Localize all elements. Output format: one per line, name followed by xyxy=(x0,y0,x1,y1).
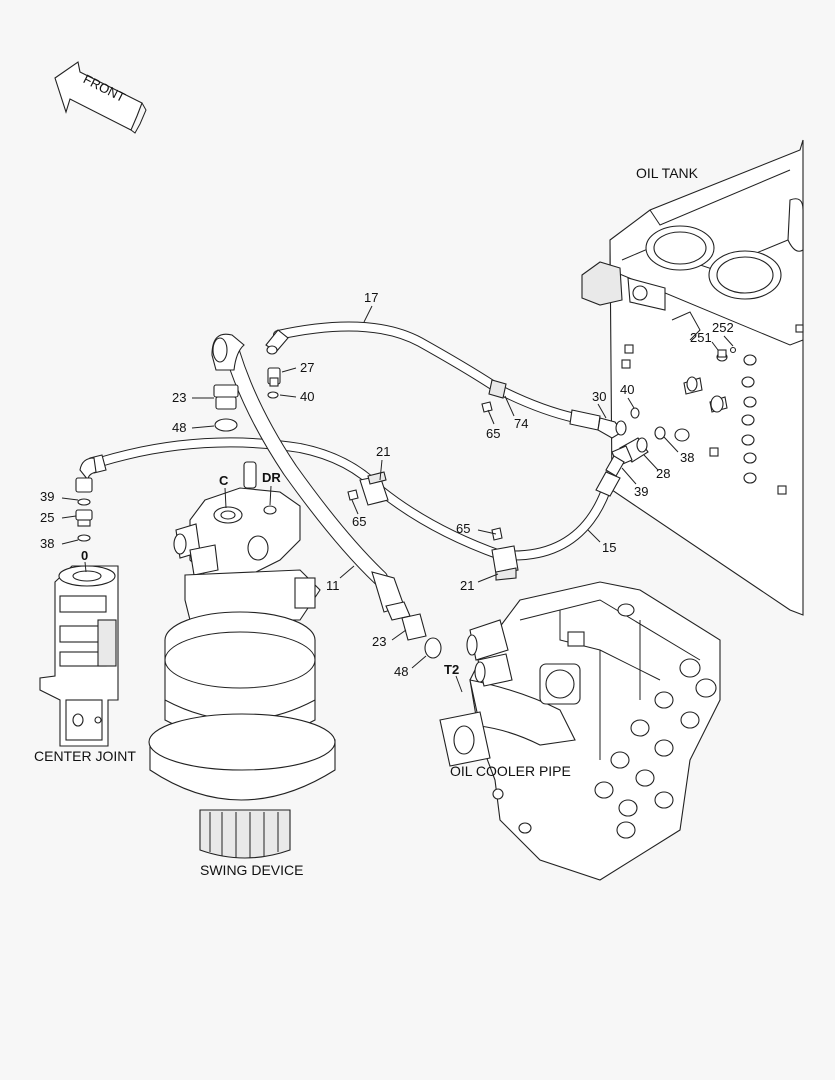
control-valve xyxy=(439,581,721,881)
hose-17 xyxy=(265,321,627,439)
callout-30: 30 xyxy=(592,389,606,404)
callout-39-joint: 39 xyxy=(40,489,54,504)
tank-ports xyxy=(621,324,804,495)
tank-adapter xyxy=(683,376,728,413)
callout-27: 27 xyxy=(300,360,314,375)
caption-swing-device: SWING DEVICE xyxy=(200,862,303,878)
hose-11 xyxy=(211,333,411,621)
callout-38-joint: 38 xyxy=(40,536,54,551)
oil-tank xyxy=(581,139,804,616)
callout-40-tank: 40 xyxy=(620,382,634,397)
port-label-t2: T2 xyxy=(444,662,459,677)
callout-251: 251 xyxy=(690,330,712,345)
caption-oil-cooler-pipe: OIL COOLER PIPE xyxy=(450,763,571,779)
clamp-21-lower xyxy=(491,545,519,581)
callout-252: 252 xyxy=(712,320,734,335)
port-label-dr: DR xyxy=(262,470,281,485)
caption-center-joint: CENTER JOINT xyxy=(34,748,136,764)
clamp-21-upper xyxy=(359,471,389,506)
callout-21-upper: 21 xyxy=(376,444,390,459)
callout-74: 74 xyxy=(514,416,528,431)
center-joint xyxy=(39,565,119,747)
leader-lines xyxy=(61,305,734,693)
callout-17: 17 xyxy=(364,290,378,305)
fitting-23-upper xyxy=(213,384,239,432)
callout-48-lower: 48 xyxy=(394,664,408,679)
component-captions: OIL TANK CENTER JOINT SWING DEVICE OIL C… xyxy=(34,165,699,878)
fitting-27 xyxy=(267,367,281,399)
callout-65-lower: 65 xyxy=(456,521,470,536)
spool-caps xyxy=(594,658,717,839)
callout-40-upper: 40 xyxy=(300,389,314,404)
fitting-23-lower xyxy=(401,613,442,659)
callout-25: 25 xyxy=(40,510,54,525)
callout-38-tank: 38 xyxy=(680,450,694,465)
callout-15: 15 xyxy=(602,540,616,555)
callout-numbers: 17 27 40 23 48 65 74 30 40 252 251 28 38… xyxy=(40,290,734,679)
callout-21-lower: 21 xyxy=(460,578,474,593)
callout-65-upper: 65 xyxy=(486,426,500,441)
callout-23-upper: 23 xyxy=(172,390,186,405)
callout-28: 28 xyxy=(656,466,670,481)
fitting-25 xyxy=(75,498,93,542)
callout-65-middle: 65 xyxy=(352,514,366,529)
plug-251 xyxy=(716,346,737,362)
front-direction-arrow: FRONT xyxy=(54,61,147,134)
callout-48-upper: 48 xyxy=(172,420,186,435)
callout-11: 11 xyxy=(326,578,340,593)
port-label-c: C xyxy=(219,473,229,488)
callout-23-lower: 23 xyxy=(372,634,386,649)
callout-39-tank: 39 xyxy=(634,484,648,499)
port-labels: C DR 0 T2 xyxy=(81,470,459,677)
hose-15 xyxy=(75,437,625,561)
fitting-28-30 xyxy=(611,407,666,467)
bolt-65 xyxy=(347,401,503,541)
swing-device xyxy=(148,461,336,859)
port-label-zero: 0 xyxy=(81,548,88,563)
caption-oil-tank: OIL TANK xyxy=(636,165,699,181)
